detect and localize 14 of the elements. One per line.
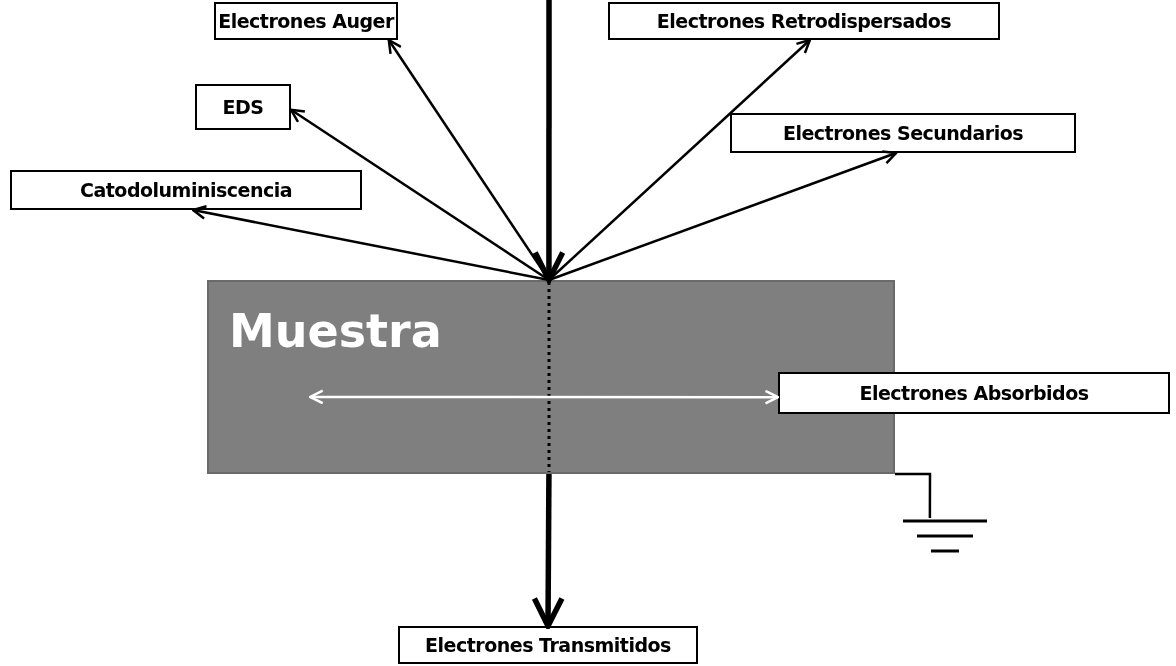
signal-label-box: Catodoluminiscencia [10,170,362,210]
arrow [548,150,898,282]
arrow [531,474,565,629]
signal-label-box: EDS [195,84,291,130]
signal-label-box: Electrones Secundarios [730,113,1076,153]
arrow [532,0,566,283]
double-arrow [308,389,780,405]
arrow [191,205,550,282]
ground-wire [895,472,932,518]
signal-label-box: Electrones Absorbidos [778,372,1170,414]
sample-title: Muestra [229,304,442,358]
signal-label-box: Electrones Retrodispersados [608,2,1000,40]
signal-label-box: Electrones Transmitidos [398,626,698,664]
signal-label-box: Electrones Auger [214,2,398,40]
